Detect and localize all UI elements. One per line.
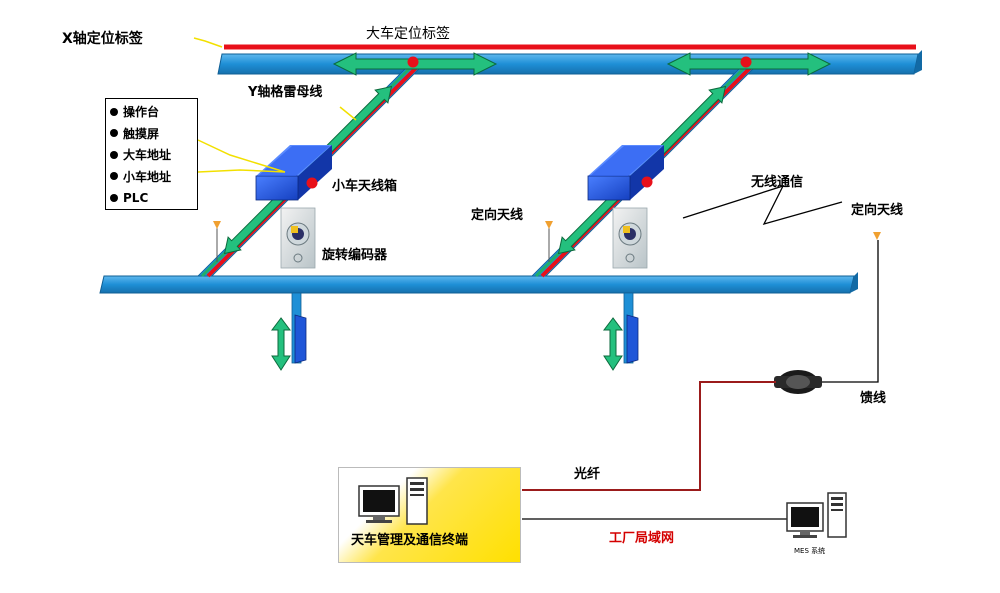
legend-item: PLC [110,188,197,210]
bullet-icon [110,172,118,180]
legend-item: 操作台 [110,102,197,124]
trolley-antenna-box-label: 小车天线箱 [332,179,398,194]
coupler-icon [774,370,822,394]
legend-leader-1 [197,139,286,173]
bridge-tag-dot-right [740,56,752,68]
x-tag-leader [193,37,223,48]
trolley-box-left [255,145,332,201]
busbar-leader [339,106,357,121]
rotary-encoder-right [612,207,648,269]
legend-item: 触摸屏 [110,124,197,146]
bridge-tag-dot-left [407,56,419,68]
bullet-icon [110,193,118,202]
feeder-label: 馈线 [860,391,887,406]
legend-item: 大车地址 [110,145,197,167]
x-axis-tag-label: X轴定位标签 [62,31,143,47]
fiber-cable [522,381,776,491]
mes-computer-icon [786,492,847,538]
trolley-dot-right [641,176,653,188]
y-busbar-label: Y轴格雷母线 [248,85,323,100]
wireless-link [682,184,843,226]
fiber-label: 光纤 [574,467,601,482]
directional-antenna-right-label: 定向天线 [851,203,904,218]
legend-box: 操作台 触摸屏 大车地址 小车地址 PLC [105,98,198,210]
terminal-panel: 天车管理及通信终端 [338,467,521,563]
legend-item: 小车地址 [110,167,197,189]
bullet-icon [110,129,118,137]
bridge-tag-label: 大车定位标签 [366,26,450,42]
antenna-mid-icon [545,221,553,262]
terminal-label: 天车管理及通信终端 [351,533,469,548]
bottom-rail [99,272,858,294]
bullet-icon [110,107,118,116]
post-right [603,292,639,371]
post-left [271,292,307,371]
rotary-encoder-left [280,207,316,269]
mes-system-label: MES 系统 [794,547,826,555]
feeder-cable [822,240,879,383]
antenna-left-icon [213,221,221,262]
trolley-box-right [587,145,664,201]
antenna-right-icon [873,232,881,240]
factory-lan-label: 工厂局域网 [609,531,675,546]
trolley-dot-left [306,177,318,189]
bullet-icon [110,150,118,159]
directional-antenna-left-label: 定向天线 [471,208,524,223]
terminal-computer-icon [358,477,428,525]
wireless-comm-label: 无线通信 [751,175,804,190]
legend-leader-2 [197,169,286,173]
rotary-encoder-label: 旋转编码器 [322,248,388,263]
